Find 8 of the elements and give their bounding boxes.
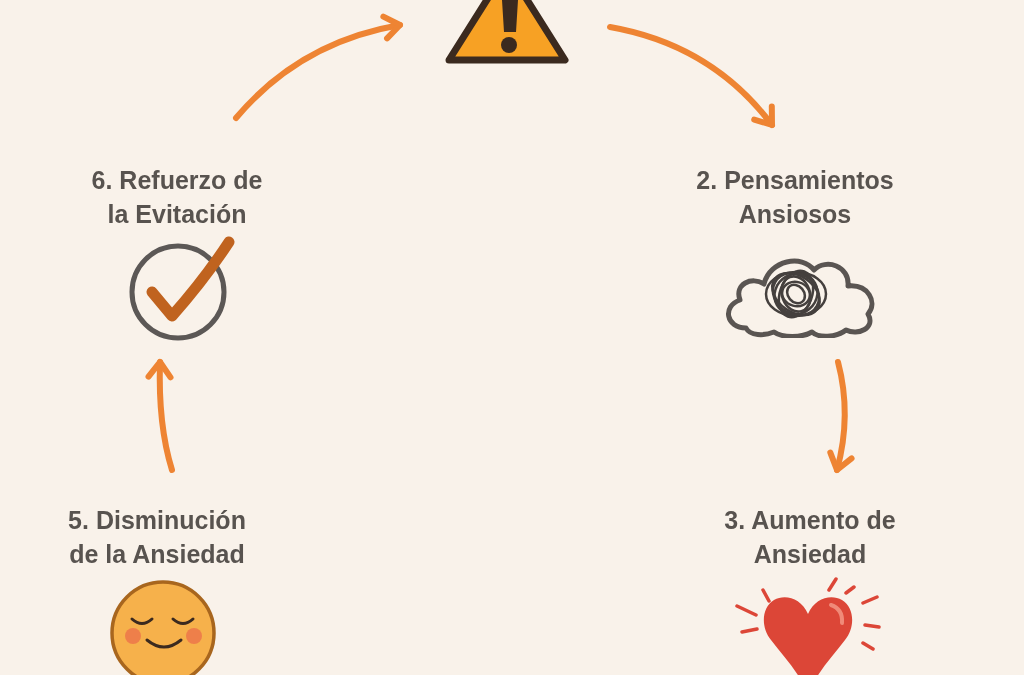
step-label: 6. Refuerzo de la Evitación	[90, 165, 264, 230]
step-label: 3. Aumento de Ansiedad	[723, 505, 897, 570]
curved-arrow	[607, 24, 775, 128]
curved-arrow	[233, 14, 403, 121]
curved-arrow	[145, 359, 175, 473]
step-label: 5. Disminución de la Ansiedad	[67, 505, 247, 570]
curved-arrow	[827, 359, 855, 473]
step-label: 2. Pensamientos Ansiosos	[695, 165, 895, 230]
